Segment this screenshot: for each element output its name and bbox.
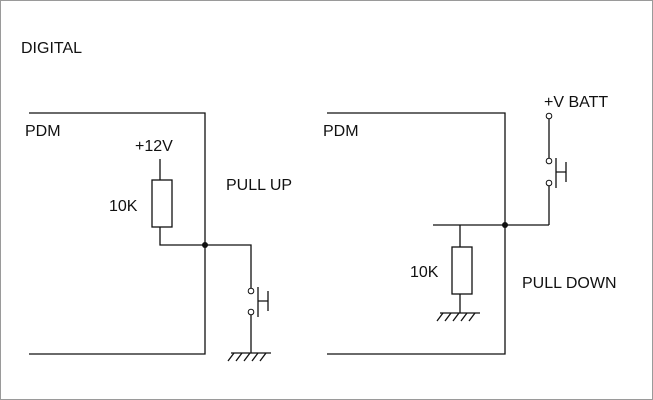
pull-down-circuit: PDM +V BATT 10K PULL DOWN	[323, 94, 617, 355]
pdm-outline-right	[327, 112, 506, 355]
supply-label-right: +V BATT	[544, 94, 608, 111]
ground-symbol-right	[436, 294, 480, 322]
push-switch-left	[247, 287, 269, 317]
resistor-label-right: 10K	[410, 264, 439, 281]
junction-dot-right	[502, 222, 508, 228]
push-switch-right	[545, 112, 567, 188]
mode-label-right: PULL DOWN	[522, 275, 617, 292]
resistor-10k-left	[151, 179, 173, 228]
ground-symbol-left	[227, 315, 271, 362]
diagram-title: DIGITAL	[21, 40, 82, 57]
pdm-outline-left	[29, 112, 206, 355]
device-label-right: PDM	[323, 123, 359, 140]
mode-label-left: PULL UP	[226, 177, 292, 194]
resistor-10k-right	[451, 246, 473, 295]
supply-label-left: +12V	[135, 138, 173, 155]
pull-up-circuit: PDM +12V 10K PULL UP	[25, 112, 292, 362]
resistor-label-left: 10K	[109, 198, 138, 215]
junction-dot-left	[202, 242, 208, 248]
device-label-left: PDM	[25, 123, 61, 140]
